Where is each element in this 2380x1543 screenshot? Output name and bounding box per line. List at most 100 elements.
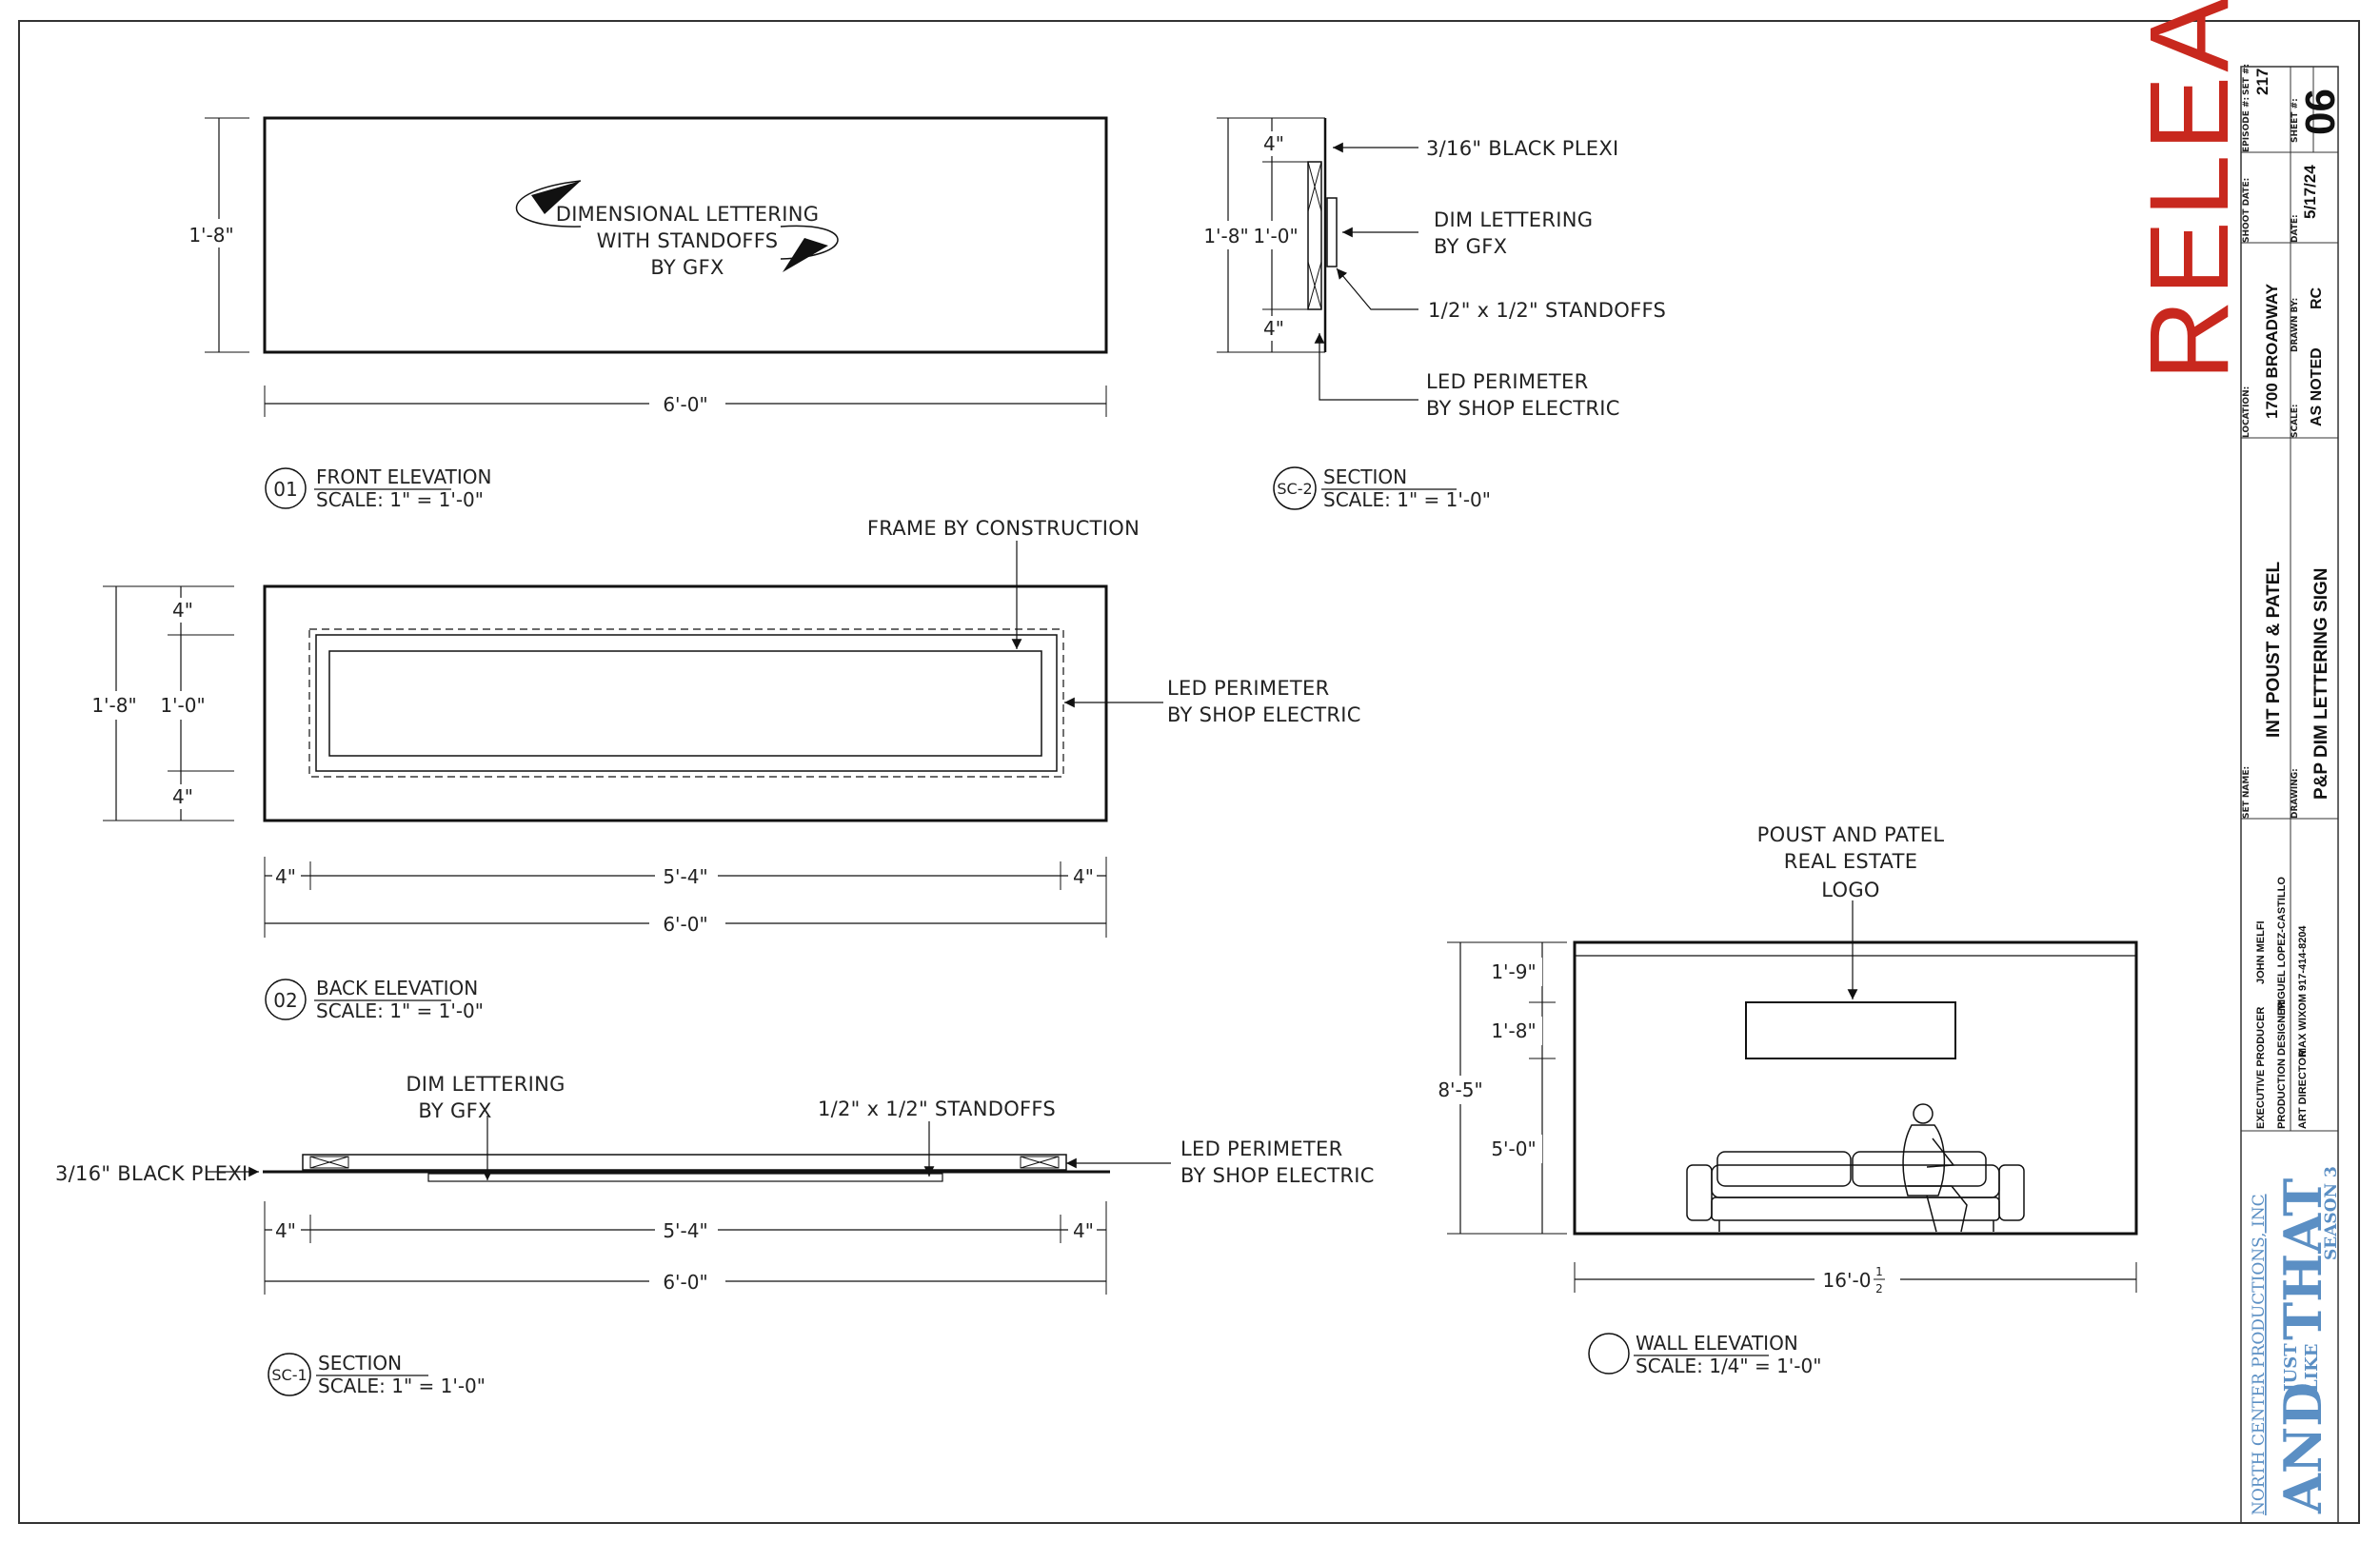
dim-label-bg — [1438, 1076, 1485, 1104]
back-led-line-1: LED PERIMETER — [1167, 677, 1330, 700]
sc1-detail-number: SC-1 — [271, 1366, 307, 1384]
front-note-line-1: DIMENSIONAL LETTERING — [556, 203, 820, 226]
led-perimeter-dashed — [308, 628, 1064, 778]
tb-drawing-label: DRAWING: — [2291, 768, 2300, 819]
tb-set-name: INT POUST & PATEL — [2264, 562, 2284, 738]
front-note-line-2: WITH STANDOFFS — [597, 229, 779, 252]
back-right-dim: 4" — [1073, 865, 1094, 888]
dim-label-bg — [272, 1218, 301, 1243]
dim-label-bg — [649, 390, 725, 419]
sc2-title: SECTION — [1323, 465, 1407, 488]
dim-label-bg — [168, 598, 196, 623]
sc2-middle-dim: 1'-0" — [1253, 225, 1298, 247]
standoff-left — [309, 1156, 349, 1169]
sc2-led-line-1: LED PERIMETER — [1426, 370, 1589, 393]
led-leader — [1314, 333, 1418, 401]
tb-drawn-by-label: DRAWN BY: — [2291, 298, 2300, 352]
tb-set-label: SET #: — [2242, 64, 2251, 95]
wall-width-frac-den: 2 — [1875, 1282, 1883, 1296]
sofa-arm-left — [1686, 1164, 1713, 1221]
standoff-body — [1307, 161, 1322, 310]
front-width-dim: 6'-0" — [663, 393, 707, 416]
back-bottom-dim: 4" — [172, 785, 193, 808]
back-middle-dim: 1'-0" — [160, 694, 205, 717]
standoff-cross — [1307, 161, 1322, 212]
dim-label-bg — [1495, 958, 1542, 986]
sc2-lettering-line-2: BY GFX — [1434, 235, 1507, 258]
tb-credit-name-2: MIGUEL LOPEZ-CASTILLO — [2276, 877, 2288, 1011]
tb-company: NORTH CENTER PRODUCTIONS, INC — [2250, 1194, 2269, 1515]
front-note-line-3: BY GFX — [650, 256, 724, 279]
sc2-overall-dim: 1'-8" — [1203, 225, 1248, 247]
dim-label-bg — [272, 862, 301, 887]
tb-scale-label: SCALE: — [2291, 404, 2300, 438]
sheet-border — [18, 20, 2360, 1524]
dim-label-bg — [168, 784, 196, 809]
detail-bubble — [1273, 466, 1317, 510]
sc2-led-line-2: BY SHOP ELECTRIC — [1426, 397, 1620, 420]
tb-show-like: LIKE — [2302, 1344, 2322, 1392]
wall-overall-dim: 8'-5" — [1438, 1078, 1482, 1101]
tb-episode-label: EPISODE #: — [2242, 97, 2251, 152]
dim-label-bg — [1205, 221, 1297, 249]
sc2-standoffs-label: 1/2" x 1/2" STANDOFFS — [1428, 299, 1666, 322]
dim-label-bg — [655, 862, 718, 887]
tb-location: 1700 BROADWAY — [2263, 283, 2281, 419]
tb-set-name-label: SET NAME: — [2242, 766, 2251, 819]
back-led-line-2: BY SHOP ELECTRIC — [1167, 703, 1361, 726]
sofa-arm-right — [1998, 1164, 2025, 1221]
title-block-frame — [2240, 66, 2339, 1524]
swoosh-arrow-left-icon — [516, 180, 582, 227]
tb-drawn-by: RC — [2309, 287, 2325, 309]
section-sc1: DIM LETTERING BY GFX 1/2" x 1/2" STANDOF… — [55, 1073, 1375, 1397]
standoffs-leader — [1336, 267, 1418, 310]
standoff-right — [1020, 1156, 1060, 1169]
tb-sheet-number: 06 — [2297, 89, 2344, 135]
standoff-cross — [1307, 261, 1322, 310]
frame-outer — [315, 634, 1058, 772]
tb-set-number: 217 — [2253, 69, 2271, 95]
sc2-lettering-line-1: DIM LETTERING — [1434, 208, 1593, 231]
standoff-cross — [1020, 1156, 1060, 1169]
sc1-lettering-line-2: BY GFX — [418, 1099, 491, 1122]
tb-sheet-label: SHEET #: — [2291, 98, 2300, 143]
tb-show-just: JUST — [2281, 1343, 2301, 1394]
tb-location-label: LOCATION: — [2242, 386, 2251, 438]
sc1-led-line-2: BY SHOP ELECTRIC — [1180, 1164, 1375, 1187]
back-elevation: FRAME BY CONSTRUCTION LED PERIMETER BY S… — [91, 517, 1361, 1022]
person-head — [1913, 1103, 1934, 1124]
detail-bubble — [265, 467, 307, 509]
tb-season: SEASON 3 — [2322, 1166, 2341, 1260]
front-sign-panel — [263, 116, 1108, 354]
sc1-right-dim: 4" — [1073, 1219, 1094, 1242]
tb-scale: AS NOTED — [2309, 347, 2325, 426]
back-overall-dim: 1'-8" — [91, 694, 136, 717]
dim-label-bg — [1068, 1218, 1097, 1243]
sc1-scale: SCALE: 1" = 1'-0" — [318, 1375, 486, 1397]
dim-lettering-body — [427, 1173, 943, 1182]
sc2-detail-number: SC-2 — [1277, 480, 1312, 498]
wall-scale: SCALE: 1/4" = 1'-0" — [1636, 1355, 1821, 1377]
detail-bubble — [268, 1353, 311, 1396]
tb-date-label: DATE: — [2291, 214, 2300, 243]
wall-top-dim: 1'-9" — [1491, 960, 1536, 983]
front-detail-number: 01 — [273, 478, 297, 501]
dim-label-bg — [655, 1218, 718, 1243]
tb-credit-name-1: JOHN MELFI — [2255, 920, 2267, 984]
back-left-dim: 4" — [275, 865, 296, 888]
tb-credit-name-3: MAX WIXOM 917-414-8204 — [2297, 925, 2309, 1057]
dim-label-bg — [91, 691, 206, 720]
wall-width-frac-num: 1 — [1875, 1265, 1883, 1278]
front-title: FRONT ELEVATION — [316, 465, 491, 488]
dim-label-bg — [1259, 131, 1289, 156]
sofa-cushion-right — [1852, 1151, 1987, 1187]
sc1-plexi-label: 3/16" BLACK PLEXI — [55, 1162, 248, 1185]
logo-note-line-3: LOGO — [1821, 879, 1879, 901]
tb-credit-role-2: PRODUCTION DESIGNER — [2276, 1000, 2288, 1129]
sc2-scale: SCALE: 1" = 1'-0" — [1323, 488, 1491, 511]
dim-label-bg — [1815, 1264, 1900, 1295]
tb-show-that: THAT — [2272, 1178, 2333, 1340]
sofa-cushion-left — [1716, 1151, 1852, 1187]
wall-bottom-dim: 5'-0" — [1491, 1137, 1536, 1160]
